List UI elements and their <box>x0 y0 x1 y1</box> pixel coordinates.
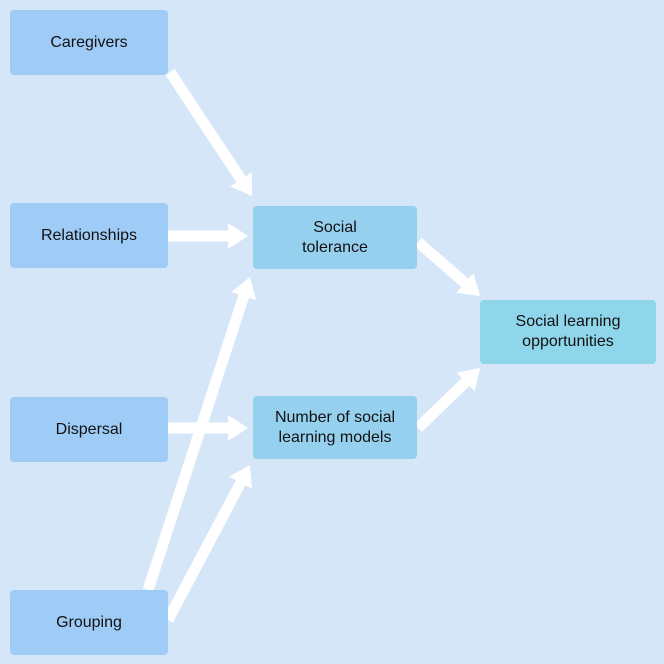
node-social-tolerance-label: Social tolerance <box>302 218 368 256</box>
arrow-relationships-to-tolerance <box>168 223 248 249</box>
node-dispersal-label: Dispersal <box>55 420 123 438</box>
node-grouping: Grouping <box>10 590 168 655</box>
node-caregivers-label: Caregivers <box>50 33 128 51</box>
node-social-tolerance: Social tolerance <box>253 206 417 269</box>
node-social-learning-opportunities: Social learning opportunities <box>480 300 656 364</box>
arrow-grouping-to-models <box>163 465 253 623</box>
node-relationships-label: Relationships <box>40 226 138 244</box>
node-grouping-label: Grouping <box>56 613 122 631</box>
node-caregivers: Caregivers <box>10 10 168 75</box>
node-dispersal: Dispersal <box>10 397 168 462</box>
arrow-caregivers-to-tolerance <box>165 69 252 196</box>
arrow-tolerance-to-opportunities <box>414 237 480 296</box>
arrow-grouping-to-tolerance <box>142 277 257 592</box>
node-social-learning-opportunities-label: Social learning opportunities <box>515 313 621 350</box>
node-relationships: Relationships <box>10 203 168 268</box>
arrow-models-to-opportunities <box>414 368 480 432</box>
arrow-dispersal-to-models <box>168 415 248 441</box>
node-social-learning-models-label: Number of social learning models <box>274 408 396 446</box>
node-social-learning-models: Number of social learning models <box>253 396 417 459</box>
